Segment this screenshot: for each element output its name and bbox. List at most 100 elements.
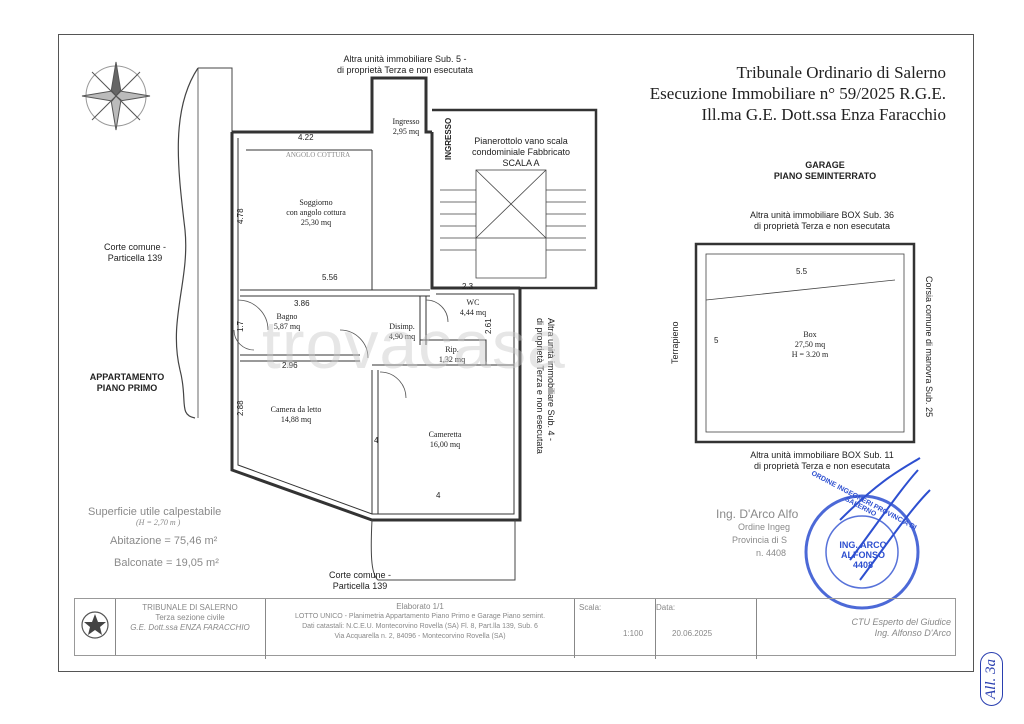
room-ingresso: Ingresso 2,95 mq (384, 117, 428, 137)
surfaces-balconate: Balconate = 19,05 m² (114, 557, 219, 569)
angolo-cottura-label: ANGOLO COTTURA (285, 151, 351, 159)
box36-label: Altra unità immobiliare BOX Sub. 36 di p… (722, 210, 922, 232)
soggiorno-line-2: con angolo cottura (286, 208, 346, 217)
scale-label: Scala: (579, 603, 602, 612)
box-height: H = 3.20 m (791, 350, 829, 359)
signature-name: Ing. D'Arco Alfo (716, 507, 799, 521)
pianerottolo-label: Pianerottolo vano scala condominiale Fab… (456, 136, 586, 169)
header-block: Tribunale Ordinario di Salerno Esecuzion… (650, 62, 946, 125)
ctu-cell: CTU Esperto del Giudice Ing. Alfonso D'A… (755, 617, 951, 639)
description-cell: Elaborato 1/1 LOTTO UNICO - Planimetria … (266, 599, 575, 658)
scale-value: 1:100 (623, 629, 644, 638)
surfaces-title: Superficie utile calpestabile (88, 506, 222, 518)
garage-line-1: GARAGE (805, 160, 845, 170)
appartamento-label: APPARTAMENTO PIANO PRIMO (78, 372, 176, 394)
dim-4-vertical: 4 (374, 436, 379, 445)
date-label: Data: (656, 603, 676, 612)
description-line-1: LOTTO UNICO - Planimetria Appartamento P… (294, 613, 546, 620)
room-soggiorno: Soggiorno con angolo cottura 25,30 mq (266, 198, 366, 228)
appartamento-line-1: APPARTAMENTO (89, 372, 165, 382)
disimpegno-area: 4,90 mq (388, 332, 416, 341)
bagno-name: Bagno (276, 312, 298, 321)
dim-5-56: 5.56 (322, 273, 338, 282)
cameretta-name: Cameretta (428, 430, 462, 439)
camera-area: 14,88 mq (280, 415, 312, 424)
drawing-sheet (58, 34, 974, 672)
court-cell: TRIBUNALE DI SALERNO Terza sezione civil… (115, 599, 266, 659)
room-wc: WC 4,44 mq (450, 298, 496, 318)
dim-5: 5 (714, 336, 719, 345)
room-camera: Camera da letto 14,88 mq (258, 405, 334, 425)
date-cell: Data: 20.06.2025 (652, 599, 757, 659)
surfaces-height: (H = 2,70 m ) (136, 518, 181, 527)
pianerottolo-line-3: SCALA A (502, 158, 540, 168)
soggiorno-area: 25,30 mq (300, 218, 332, 227)
cameretta-area: 16,00 mq (429, 440, 461, 449)
dim-2-3: 2.3 (462, 282, 474, 291)
room-bagno: Bagno 5,87 mq (262, 312, 312, 332)
ctu-line-1: CTU Esperto del Giudice (851, 617, 951, 627)
room-ripostiglio: Rip. 1,32 mq (430, 345, 474, 365)
wc-area: 4,44 mq (459, 308, 487, 317)
ctu-line-2: Ing. Alfonso D'Arco (874, 628, 951, 638)
date-value: 20.06.2025 (672, 629, 713, 638)
watermark: trovacasa (262, 307, 566, 383)
dim-4-horizontal: 4 (436, 491, 441, 500)
header-line-3: Ill.ma G.E. Dott.ssa Enza Faracchio (701, 105, 946, 124)
camera-name: Camera da letto (270, 405, 322, 414)
sub5-line-1: Altra unità immobiliare Sub. 5 - (343, 54, 467, 64)
signature-block: Ing. D'Arco Alfo Ordine Ingeg Provincia … (716, 508, 798, 560)
court-line-2: Terza sezione civile (155, 613, 225, 622)
disimpegno-name: Disimp. (389, 322, 415, 331)
corte-bottom-line-1: Corte comune - (328, 570, 392, 580)
corte-left-label: Corte comune - Particella 139 (90, 242, 180, 264)
appartamento-line-2: PIANO PRIMO (96, 383, 158, 393)
republic-emblem-icon (81, 611, 109, 639)
dim-3-86: 3.86 (294, 299, 310, 308)
corte-left-line-2: Particella 139 (107, 253, 163, 263)
garage-label: GARAGE PIANO SEMINTERRATO (740, 160, 910, 182)
wc-name: WC (466, 298, 480, 307)
box11-line-2: di proprietà Terza e non esecutata (754, 461, 890, 471)
elaborato-label: Elaborato 1/1 (396, 602, 444, 611)
corte-bottom-line-2: Particella 139 (332, 581, 388, 591)
court-line-3: G.E. Dott.ssa ENZA FARACCHIO (130, 623, 250, 632)
pianerottolo-line-1: Pianerottolo vano scala (474, 136, 568, 146)
header-line-1: Tribunale Ordinario di Salerno (736, 63, 946, 82)
surfaces-block: Superficie utile calpestabile (H = 2,70 … (88, 506, 288, 569)
room-box: Box 27,50 mq H = 3.20 m (770, 330, 850, 360)
ingresso-name: Ingresso (392, 117, 420, 126)
box-area: 27,50 mq (794, 340, 826, 349)
bagno-area: 5,87 mq (273, 322, 301, 331)
compass-rose (81, 61, 151, 131)
box11-line-1: Altra unità immobiliare BOX Sub. 11 (750, 450, 894, 460)
attachment-note: All. 3a (980, 652, 1003, 706)
box11-label: Altra unità immobiliare BOX Sub. 11 di p… (722, 450, 922, 472)
garage-line-2: PIANO SEMINTERRATO (773, 171, 877, 181)
sub5-label: Altra unità immobiliare Sub. 5 - di prop… (300, 54, 510, 76)
corte-bottom-label: Corte comune - Particella 139 (310, 570, 410, 592)
scale-cell: Scala: 1:100 (575, 599, 656, 659)
box-name: Box (803, 330, 817, 339)
corte-left-line-1: Corte comune - (103, 242, 167, 252)
dim-4-22: 4.22 (298, 133, 314, 142)
soggiorno-line-1: Soggiorno (299, 198, 333, 207)
dim-5-5: 5.5 (796, 267, 808, 276)
box36-line-2: di proprietà Terza e non esecutata (754, 221, 890, 231)
dim-2-96: 2.96 (282, 361, 298, 370)
box36-line-1: Altra unità immobiliare BOX Sub. 36 (749, 210, 895, 220)
emblem-cell (75, 599, 116, 655)
signature-line-4: n. 4408 (756, 548, 787, 558)
room-disimpegno: Disimp. 4,90 mq (380, 322, 424, 342)
signature-line-2: Ordine Ingeg (738, 522, 791, 532)
signature-line-3: Provincia di S (732, 535, 788, 545)
ingresso-area: 2,95 mq (392, 127, 420, 136)
description-line-3: Via Acquarella n. 2, 84096 - Montecorvin… (334, 633, 506, 640)
pianerottolo-line-2: condominiale Fabbricato (471, 147, 571, 157)
court-line-1: TRIBUNALE DI SALERNO (142, 603, 238, 612)
rip-name: Rip. (445, 345, 459, 354)
description-line-2: Dati catastali: N.C.E.U. Montecorvino Ro… (302, 623, 538, 630)
title-block: TRIBUNALE DI SALERNO Terza sezione civil… (74, 598, 956, 659)
